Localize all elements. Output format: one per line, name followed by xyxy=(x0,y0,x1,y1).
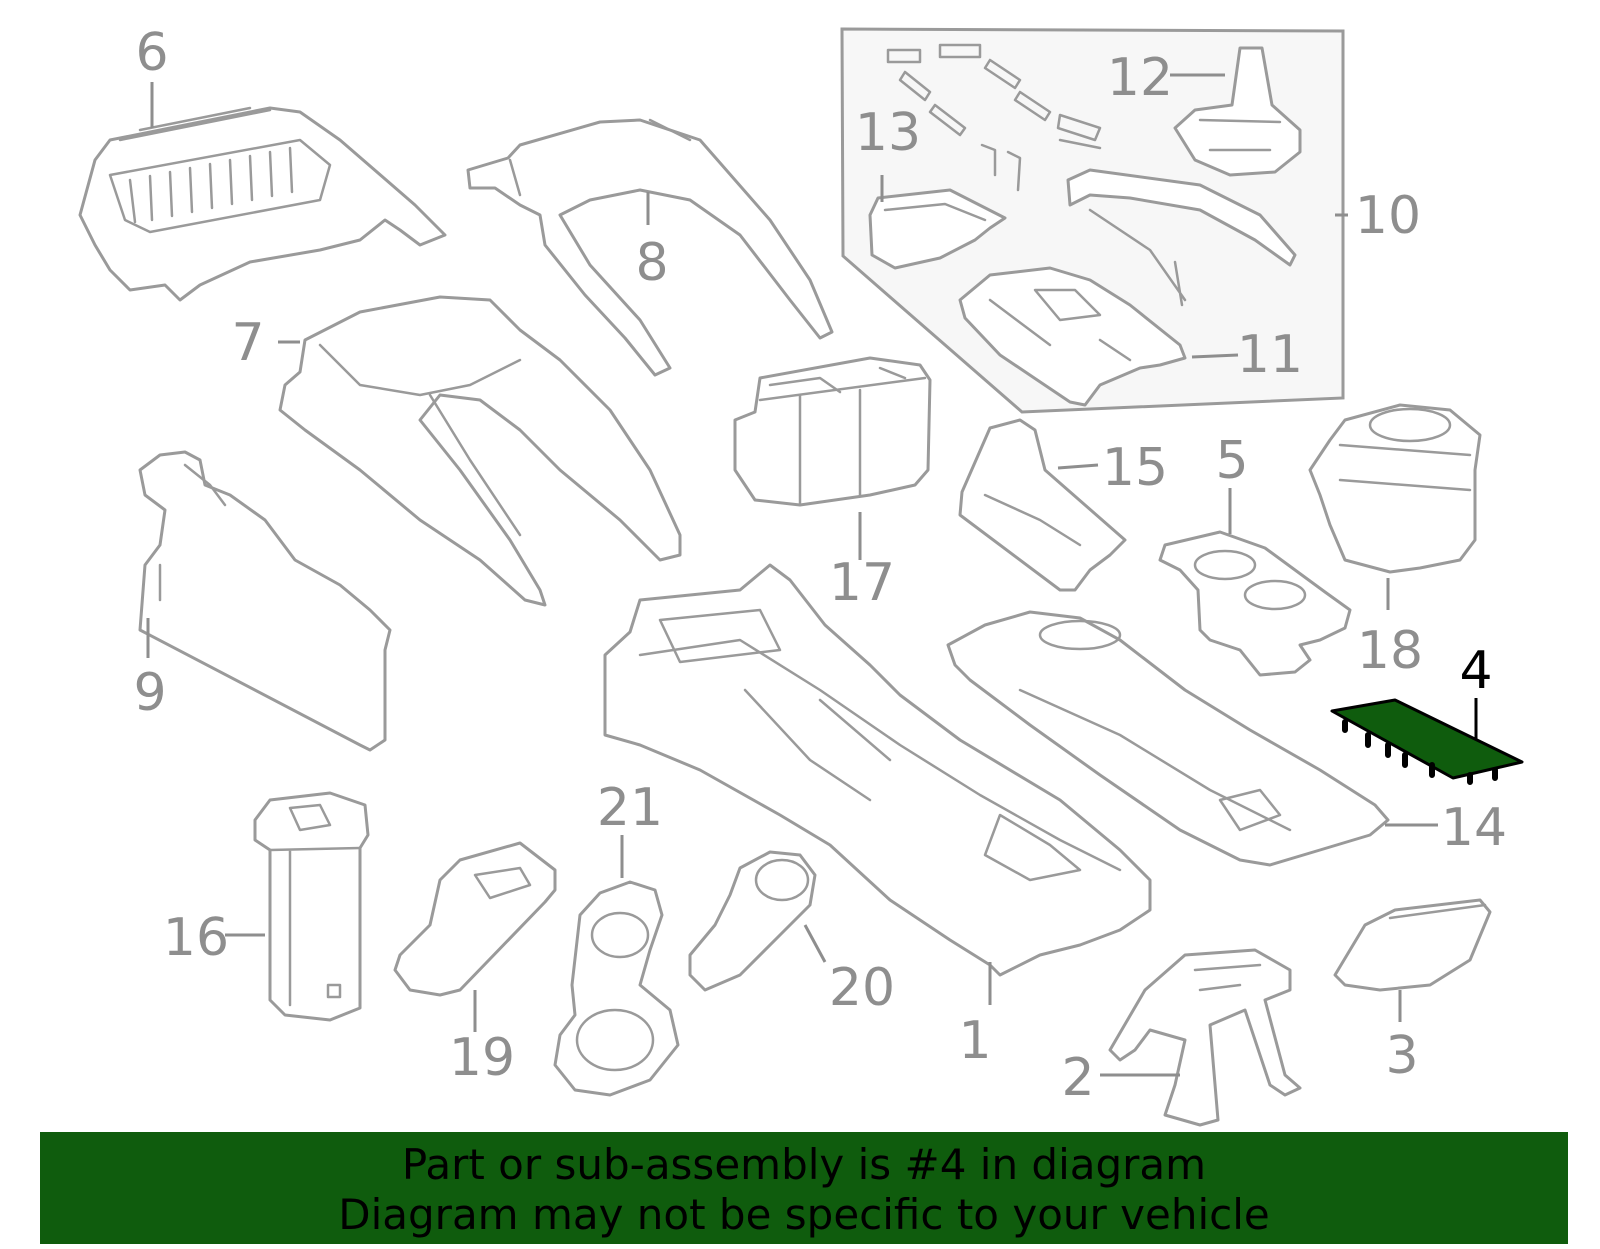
callout-21: 21 xyxy=(597,778,663,838)
part-19-shape xyxy=(393,841,557,997)
part-14-shape xyxy=(946,610,1390,867)
part-13-shape xyxy=(868,43,1102,270)
banner-line-1: Part or sub-assembly is #4 in diagram xyxy=(401,1140,1207,1189)
part-5-shape xyxy=(1158,530,1352,677)
callout-11: 11 xyxy=(1237,325,1303,385)
callout-4: 4 xyxy=(1459,641,1492,701)
part-18-shape xyxy=(1308,403,1482,574)
callout-10: 10 xyxy=(1355,186,1421,246)
callout-1: 1 xyxy=(958,1011,991,1071)
callout-20: 20 xyxy=(829,958,895,1018)
leader-lines xyxy=(146,73,1478,1077)
banner-line-2: Diagram may not be specific to your vehi… xyxy=(338,1190,1270,1239)
info-banner: Part or sub-assembly is #4 in diagram Di… xyxy=(40,1132,1568,1244)
callout-19: 19 xyxy=(449,1028,515,1088)
part-8-shape xyxy=(466,118,834,377)
part-17-shape xyxy=(733,356,932,507)
part-15-shape xyxy=(958,418,1127,592)
part-3-shape xyxy=(1333,898,1492,992)
part-6-shape xyxy=(78,106,447,302)
callout-labels: 1 2 3 4 5 6 7 8 9 10 11 12 13 14 15 16 1… xyxy=(133,23,1507,1108)
callout-12: 12 xyxy=(1107,48,1173,108)
callout-8: 8 xyxy=(635,233,668,293)
part-4-shape xyxy=(1330,698,1524,785)
part-2-shape xyxy=(1108,948,1302,1127)
callout-6: 6 xyxy=(135,23,168,83)
part-16-shape xyxy=(253,791,370,1022)
callout-7: 7 xyxy=(231,313,264,373)
callout-2: 2 xyxy=(1061,1048,1094,1108)
part-10-shape xyxy=(1066,168,1297,307)
callout-3: 3 xyxy=(1385,1026,1418,1086)
part-21-shape xyxy=(553,880,680,1097)
callout-5: 5 xyxy=(1215,431,1248,491)
callout-16: 16 xyxy=(163,908,229,968)
callout-13: 13 xyxy=(855,103,921,163)
part-9-shape xyxy=(138,450,392,752)
callout-15: 15 xyxy=(1102,438,1168,498)
part-11-shape xyxy=(958,266,1187,407)
part-7-shape xyxy=(278,295,682,607)
part-1-shape xyxy=(603,563,1152,977)
callout-18: 18 xyxy=(1357,621,1423,681)
callout-9: 9 xyxy=(133,663,166,723)
part-12-shape xyxy=(1173,46,1302,177)
callout-17: 17 xyxy=(829,553,895,613)
callout-14: 14 xyxy=(1441,798,1507,858)
part-20-shape xyxy=(688,850,817,992)
